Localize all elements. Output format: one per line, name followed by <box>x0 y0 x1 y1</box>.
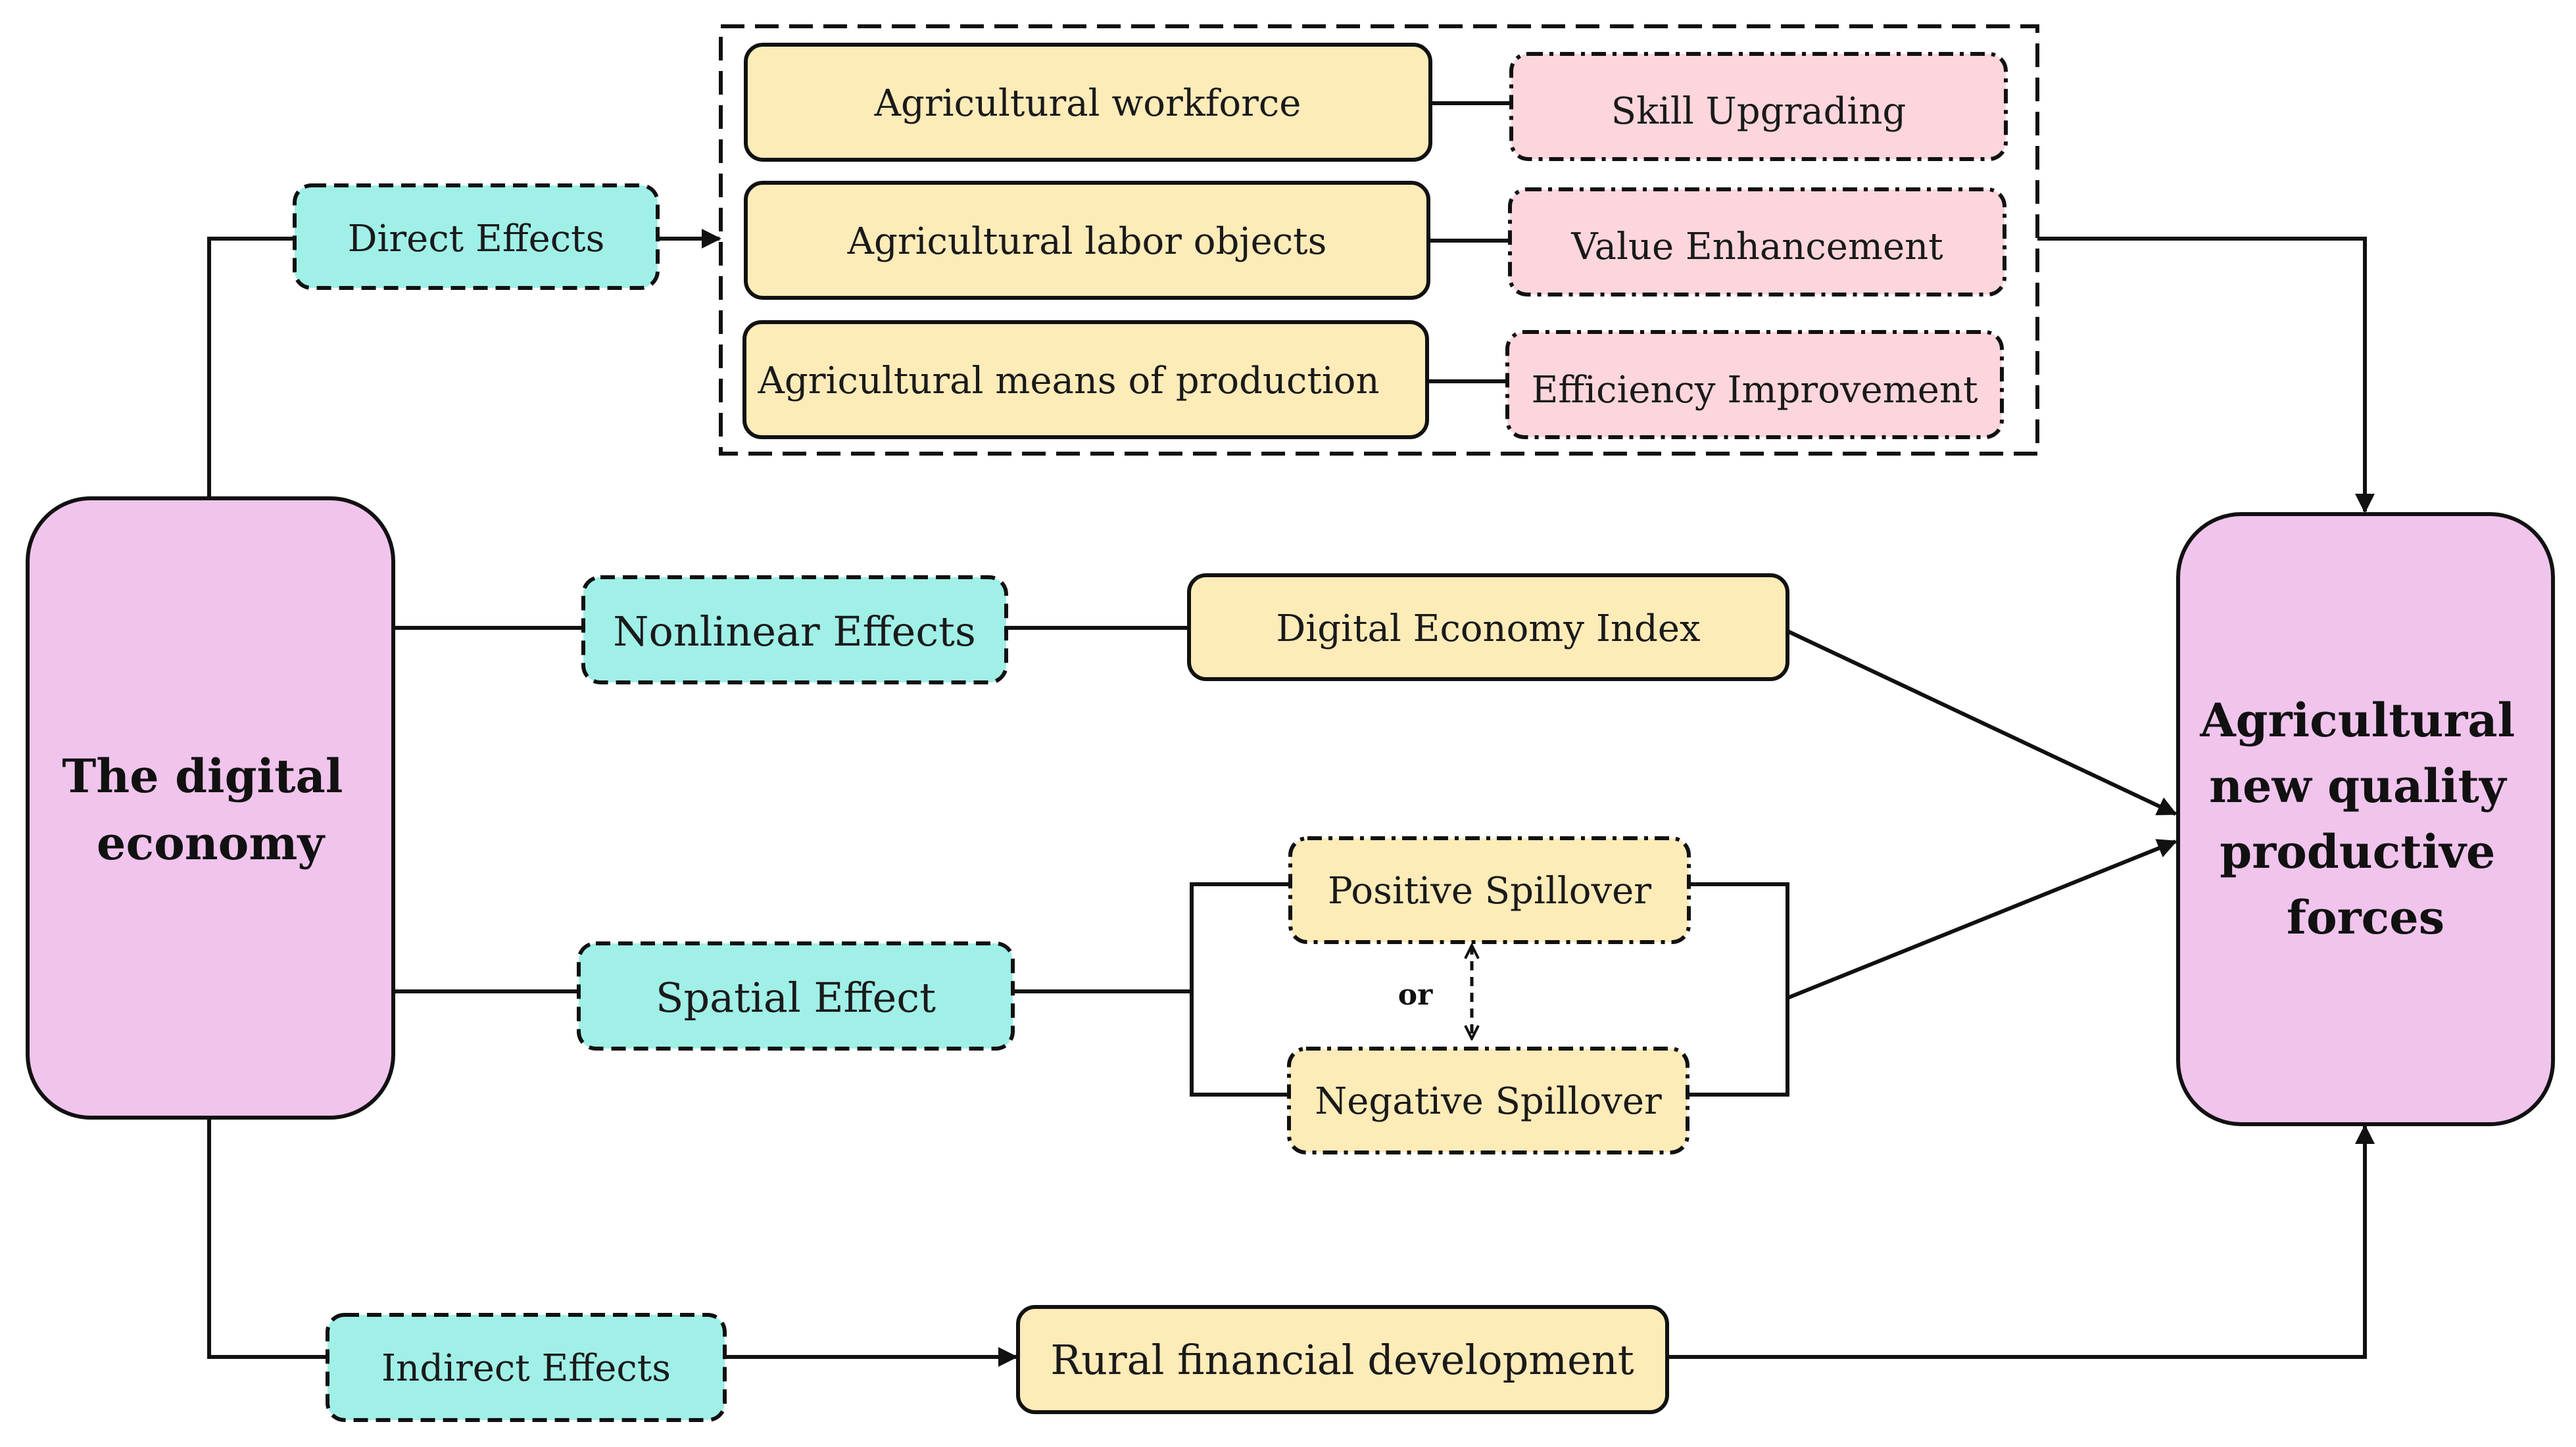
positive-spillover-node: Positive Spillover <box>1288 836 1691 944</box>
agri-labor-objects-label: Agricultural labor objects <box>847 220 1327 263</box>
skill-upgrading-node: Skill Upgrading <box>1509 52 2008 161</box>
spatial-effect-label: Spatial Effect <box>656 974 936 1022</box>
arrow-index-to-forces <box>1786 629 2177 816</box>
direct-effects-group <box>719 24 2039 456</box>
agri-means-label: Agricultural means of production <box>757 360 1379 402</box>
agri-labor-objects-node: Agricultural labor objects <box>744 181 1430 300</box>
digital-economy-index-node: Digital Economy Index <box>1187 573 1789 681</box>
digital-economy-index-label: Digital Economy Index <box>1276 607 1700 650</box>
indirect-effects-label: Indirect Effects <box>381 1347 671 1390</box>
value-enhancement-label: Value Enhancement <box>1570 225 1943 268</box>
agricultural-forces-node: Agricultural new quality productive forc… <box>2176 512 2555 1126</box>
value-enhancement-node: Value Enhancement <box>1508 187 2006 297</box>
digital-economy-line-2: economy <box>97 816 326 870</box>
arrow-group-to-forces <box>2037 237 2375 513</box>
direct-effects-label: Direct Effects <box>348 218 605 260</box>
nonlinear-effects-label: Nonlinear Effects <box>613 607 976 655</box>
direct-effects-node: Direct Effects <box>293 183 660 290</box>
arrow-spillover-to-forces <box>1786 839 2177 1000</box>
connector-digital-to-direct <box>207 237 295 496</box>
agri-forces-line-1: Agricultural <box>2199 693 2515 747</box>
negative-spillover-label: Negative Spillover <box>1315 1080 1662 1123</box>
digital-economy-node: The digital economy <box>26 496 395 1120</box>
svg-text:Agricultural new quality: Agricultural new quality productive forc… <box>2199 693 2531 945</box>
agri-workforce-label: Agricultural workforce <box>874 82 1301 125</box>
digital-economy-line-1: The digital <box>62 749 343 803</box>
bracket-right <box>1689 882 1789 1097</box>
agri-forces-line-2: new quality <box>2209 759 2508 813</box>
agri-workforce-node: Agricultural workforce <box>744 43 1432 162</box>
negative-spillover-node: Negative Spillover <box>1287 1047 1689 1154</box>
arrow-rural-to-forces <box>1667 1124 2375 1359</box>
svg-text:The digital economy: The digital economy <box>62 749 359 870</box>
connector-digital-to-indirect <box>207 1120 328 1359</box>
or-label: or <box>1398 978 1433 1012</box>
positive-spillover-label: Positive Spillover <box>1328 870 1651 913</box>
efficiency-improvement-label: Efficiency Improvement <box>1532 369 1978 412</box>
nonlinear-effects-node: Nonlinear Effects <box>581 575 1008 684</box>
skill-upgrading-label: Skill Upgrading <box>1611 90 1907 133</box>
agri-means-node: Agricultural means of production <box>742 320 1429 439</box>
agri-forces-line-3: productive <box>2220 824 2495 879</box>
indirect-effects-node: Indirect Effects <box>326 1313 727 1422</box>
efficiency-improvement-node: Efficiency Improvement <box>1505 330 2004 439</box>
bracket-left <box>1190 882 1289 1097</box>
rural-financial-label: Rural financial development <box>1050 1336 1634 1384</box>
agri-forces-line-4: forces <box>2287 890 2444 945</box>
spatial-effect-node: Spatial Effect <box>577 941 1015 1051</box>
connectors <box>207 101 2375 1367</box>
rural-financial-node: Rural financial development <box>1016 1305 1669 1414</box>
